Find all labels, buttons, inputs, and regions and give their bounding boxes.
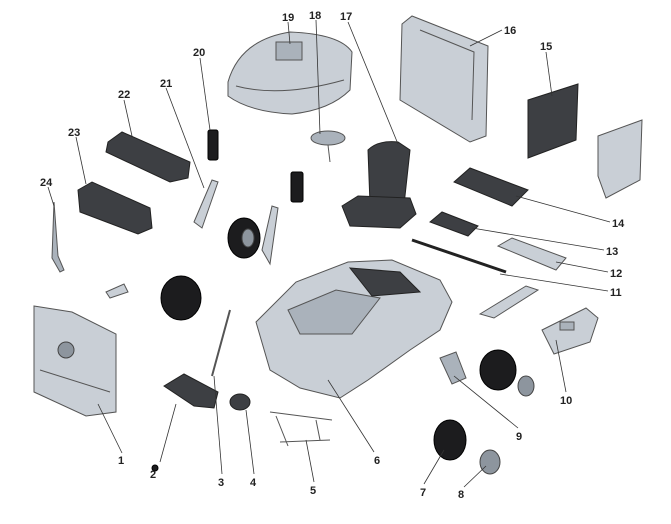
callout-19: 19 bbox=[282, 12, 294, 24]
callout-6: 6 bbox=[374, 455, 380, 467]
part-steering-wheel bbox=[310, 130, 346, 163]
part-small-bracket bbox=[105, 283, 129, 299]
callout-23: 23 bbox=[68, 127, 80, 139]
callout-17: 17 bbox=[340, 11, 352, 23]
part-main-body bbox=[255, 259, 453, 399]
part-roof bbox=[227, 31, 353, 115]
callout-2: 2 bbox=[150, 469, 156, 481]
part-front-wheel bbox=[227, 205, 279, 266]
callout-14: 14 bbox=[612, 218, 625, 230]
callout-16: 16 bbox=[504, 25, 516, 37]
callout-5: 5 bbox=[310, 485, 316, 497]
part-axle-frame bbox=[269, 411, 333, 447]
callout-13: 13 bbox=[606, 246, 618, 258]
part-rod-3 bbox=[211, 309, 231, 377]
part-dashboard-panel bbox=[77, 181, 153, 235]
part-pin bbox=[151, 464, 159, 472]
callout-15: 15 bbox=[540, 41, 552, 53]
callout-20: 20 bbox=[193, 47, 205, 59]
part-frame-piece bbox=[541, 307, 599, 355]
part-long-rod bbox=[411, 238, 507, 274]
part-wheel-7 bbox=[433, 419, 467, 461]
callout-4: 4 bbox=[250, 477, 257, 489]
part-front-grille bbox=[33, 305, 117, 417]
callout-24: 24 bbox=[40, 177, 53, 189]
part-mirror bbox=[290, 171, 304, 203]
callout-10: 10 bbox=[560, 395, 572, 407]
part-side-strip bbox=[193, 179, 219, 229]
callout-7: 7 bbox=[420, 487, 426, 499]
leader-lines bbox=[47, 19, 611, 488]
part-thin-rod bbox=[51, 201, 65, 273]
part-floor-mat bbox=[453, 167, 529, 207]
callout-21: 21 bbox=[160, 78, 172, 90]
part-backrest-panel bbox=[399, 15, 489, 143]
callout-9: 9 bbox=[516, 431, 522, 443]
callout-11: 11 bbox=[610, 287, 622, 299]
part-dashboard-bar bbox=[105, 131, 191, 183]
part-motor bbox=[229, 393, 251, 411]
callout-3: 3 bbox=[218, 477, 224, 489]
part-motor-bracket bbox=[163, 373, 219, 409]
part-bracket bbox=[496, 237, 567, 271]
part-rear-wheel bbox=[439, 349, 535, 397]
part-pad bbox=[429, 211, 479, 237]
callout-22: 22 bbox=[118, 89, 130, 101]
callout-labels: 1 2 3 4 5 6 7 8 9 10 11 12 13 14 15 16 1… bbox=[40, 10, 625, 501]
callout-18: 18 bbox=[309, 10, 321, 22]
callout-12: 12 bbox=[610, 268, 622, 280]
part-door-panels bbox=[527, 83, 643, 199]
callout-8: 8 bbox=[458, 489, 464, 501]
part-spare-tyre bbox=[160, 275, 202, 321]
part-seat bbox=[341, 141, 417, 229]
callout-1: 1 bbox=[118, 455, 124, 467]
part-bracket-2 bbox=[478, 285, 540, 319]
part-small-panel bbox=[207, 129, 219, 161]
part-hub-cap bbox=[479, 449, 501, 475]
